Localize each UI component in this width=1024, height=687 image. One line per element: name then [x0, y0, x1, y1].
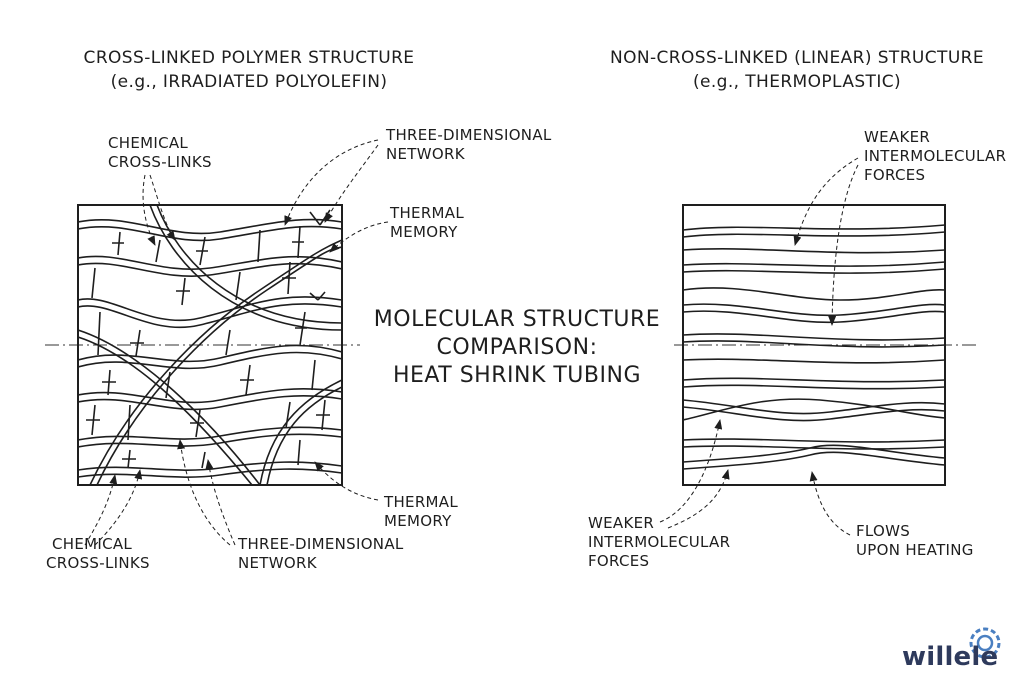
left-subtitle-text: (e.g., IRRADIATED POLYOLEFIN): [110, 72, 388, 92]
linear-structure-box: [682, 204, 946, 486]
cross-linked-structure-box: [77, 204, 343, 486]
center-title-line-2: COMPARISON:: [436, 335, 598, 360]
center-title: MOLECULAR STRUCTURE COMPARISON: HEAT SHR…: [360, 306, 674, 390]
gear-icon: [969, 627, 1001, 659]
brand-logo: willele: [902, 642, 999, 672]
leader-lines-right: [659, 157, 859, 536]
center-title-line-1: MOLECULAR STRUCTURE: [373, 307, 661, 332]
left-title-text: CROSS-LINKED POLYMER STRUCTURE: [83, 48, 415, 68]
leader-lines-left: [84, 139, 389, 546]
right-subtitle-text: (e.g., THERMOPLASTIC): [692, 72, 902, 92]
right-title: NON-CROSS-LINKED (LINEAR) STRUCTURE (e.g…: [598, 46, 996, 94]
center-title-line-3: HEAT SHRINK TUBING: [392, 363, 641, 388]
left-title: CROSS-LINKED POLYMER STRUCTURE (e.g., IR…: [60, 46, 438, 94]
right-title-text: NON-CROSS-LINKED (LINEAR) STRUCTURE: [609, 48, 985, 68]
